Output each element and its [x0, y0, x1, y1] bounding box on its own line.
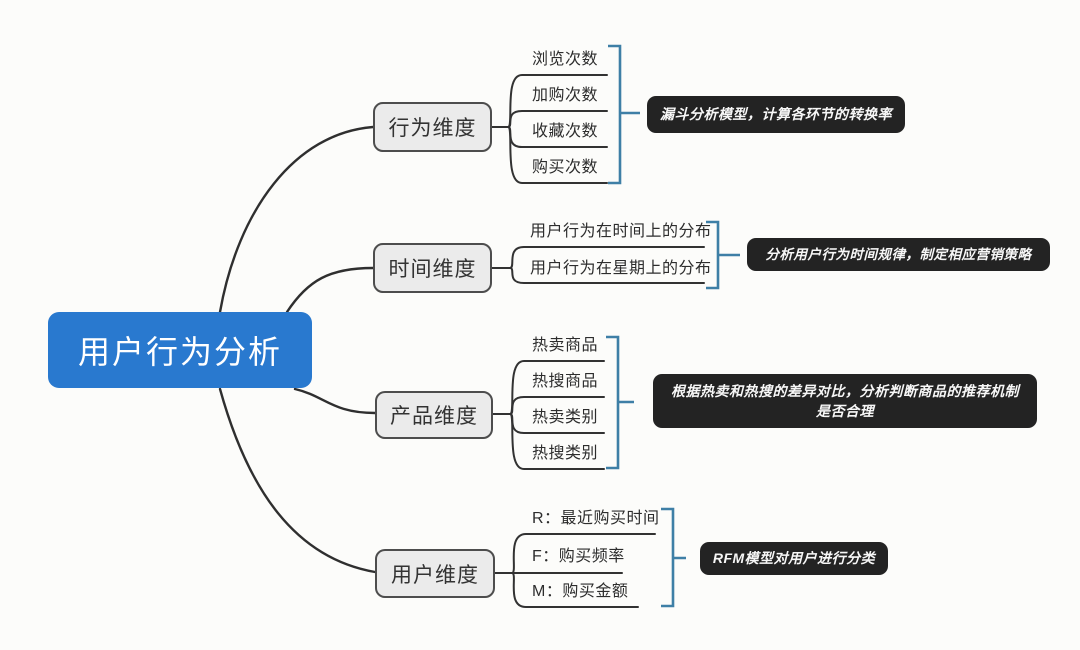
edge-root-to-product	[293, 387, 377, 415]
bracket-time	[706, 220, 740, 290]
bracket-product	[606, 335, 634, 470]
branch-node-product[interactable]: 产品维度	[375, 391, 493, 439]
branch-node-time[interactable]: 时间维度	[373, 243, 492, 293]
leafline-user-1	[511, 533, 656, 574]
leaf-hot-sale-category[interactable]: 热卖类别	[532, 409, 599, 426]
root-node[interactable]: 用户行为分析	[48, 312, 312, 388]
annotation-time[interactable]: 分析用户行为时间规律，制定相应营销策略	[747, 238, 1050, 271]
annotation-user[interactable]: RFM模型对用户进行分类	[700, 542, 888, 575]
leaf-weekday-distribution[interactable]: 用户行为在星期上的分布	[530, 260, 712, 277]
leaf-recency[interactable]: R：最近购买时间	[532, 510, 660, 527]
leaf-favorite-count[interactable]: 收藏次数	[532, 123, 599, 140]
leaf-hot-search-category[interactable]: 热搜类别	[532, 445, 599, 462]
bracket-behavior	[608, 44, 640, 185]
leafline-product-4	[509, 413, 605, 470]
annotation-behavior[interactable]: 漏斗分析模型，计算各环节的转换率	[647, 96, 905, 133]
leaf-monetary[interactable]: M：购买金额	[532, 583, 629, 600]
leaf-hot-search-items[interactable]: 热搜商品	[532, 373, 599, 390]
edge-root-to-user	[218, 387, 377, 574]
leaf-hot-sale-items[interactable]: 热卖商品	[532, 337, 599, 354]
leaf-time-distribution[interactable]: 用户行为在时间上的分布	[530, 223, 712, 240]
leafline-user-3	[511, 572, 639, 608]
leafline-behavior-4	[507, 126, 608, 184]
branch-node-behavior[interactable]: 行为维度	[373, 102, 492, 152]
branch-node-user[interactable]: 用户维度	[375, 549, 495, 598]
leaf-browse-count[interactable]: 浏览次数	[532, 51, 599, 68]
leaf-frequency[interactable]: F：购买频率	[532, 548, 625, 565]
leaf-add-cart-count[interactable]: 加购次数	[532, 87, 599, 104]
leaf-purchase-count[interactable]: 购买次数	[532, 159, 599, 176]
annotation-product[interactable]: 根据热卖和热搜的差异对比，分析判断商品的推荐机制是否合理	[653, 374, 1037, 428]
leafline-time-2	[509, 267, 705, 284]
edge-root-to-behavior	[218, 125, 375, 314]
leafline-time-1	[509, 246, 705, 269]
edge-root-to-time	[285, 266, 375, 314]
bracket-user	[661, 507, 686, 608]
